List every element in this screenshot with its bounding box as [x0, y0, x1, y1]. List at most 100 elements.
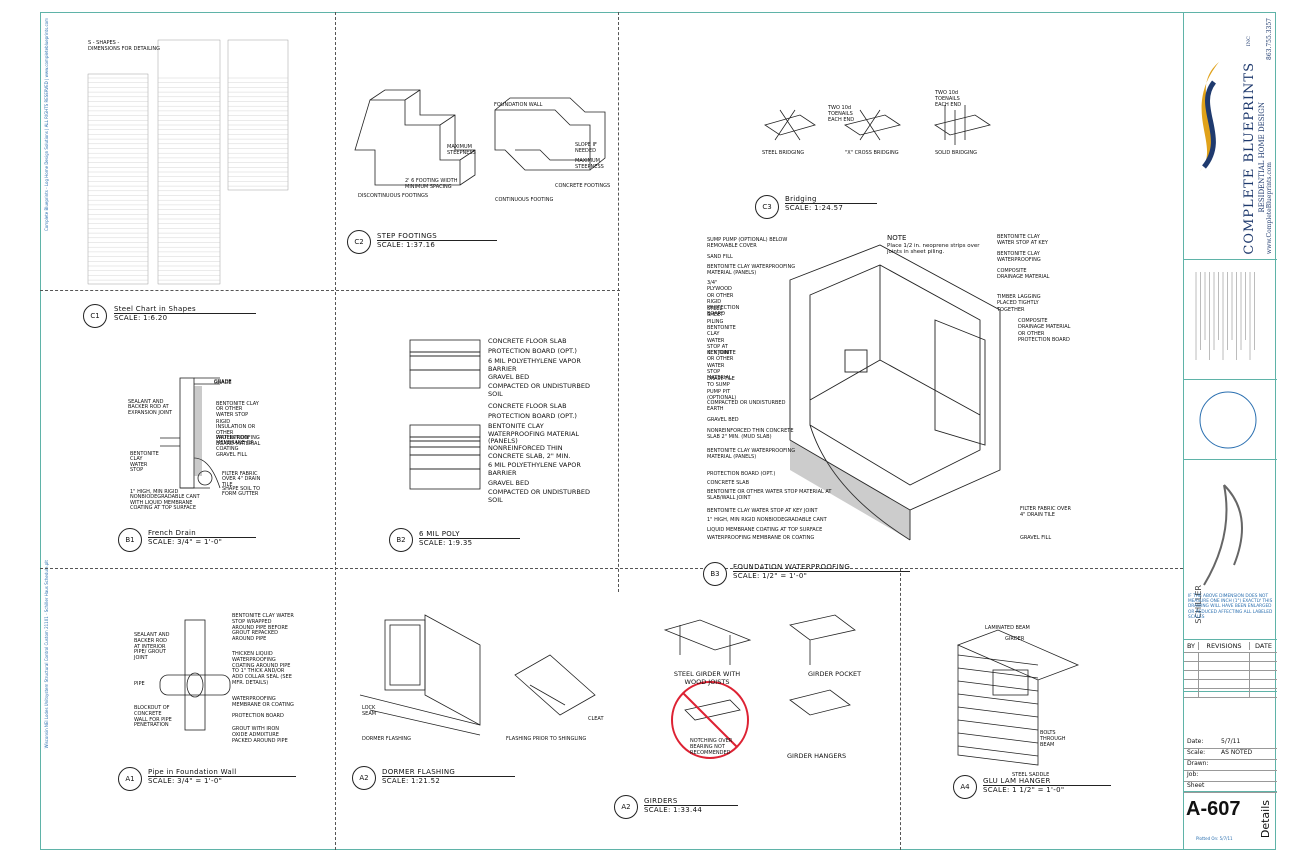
a2-lock-label: LOCK SEAM [362, 705, 377, 717]
info-key: Job: [1187, 771, 1199, 778]
a1-right-label: PROTECTION BOARD [232, 713, 284, 719]
detail-name: Bridging [785, 195, 877, 204]
callout-label: SEALANT AND BACKER ROD AT EXPANSION JOIN… [128, 399, 173, 416]
info-value [1221, 771, 1277, 781]
drawing-sheet [40, 12, 1276, 850]
c2-discontinuous-label: DISCONTINUOUS FOOTINGS [358, 193, 429, 199]
revisions-panel: BY REVISIONS DATE [1184, 640, 1277, 698]
callout-label: BENTONITE CLAY OR OTHER WATER STOP [216, 401, 259, 418]
b3-left-label: SAND FILL [707, 254, 733, 260]
detail-name: 6 MIL POLY [419, 530, 520, 539]
seal-panel [1184, 380, 1277, 460]
steel-chart-grid [87, 39, 289, 285]
info-key: Sheet [1187, 782, 1205, 789]
foundation-waterproofing-drawing [789, 244, 1001, 541]
callout-label: RIGID INSULATION OR OTHER PROTECTION BOA… [216, 419, 261, 447]
grid-line [618, 12, 619, 592]
project-panel: SCHILLER IF THE ABOVE DIMENSION DOES NOT… [1184, 460, 1277, 640]
b3-left-label: DRAIN TILE TO SUMP PUMP PIT (OPTIONAL) [707, 376, 737, 401]
detail-title-c3: Bridging SCALE: 1:24.57 [785, 195, 877, 212]
b3-left-label: BENTONITE CLAY WATERPROOFING MATERIAL (P… [707, 264, 796, 277]
c2-spacing-label: 2' 6 FOOTING WIDTH MINIMUM SPACING [405, 178, 458, 190]
b3-left-label: BENTONITE CLAY WATERPROOFING MATERIAL (P… [707, 448, 796, 461]
b2-bottom-label: CONCRETE FLOOR SLAB [488, 402, 567, 410]
detail-bubble-a4: A4 [953, 775, 977, 799]
a1-right-label: BENTONITE CLAY WATER STOP WRAPPED AROUND… [232, 613, 294, 643]
callout-label: GRADE [214, 379, 232, 385]
bridging-drawing [764, 105, 991, 145]
detail-title-b1: French Drain SCALE: 3/4" = 1'-0" [148, 529, 257, 546]
b3-left-label: BENTONITE OR OTHER WATER STOP MATERIAL A… [707, 489, 832, 502]
title-block: COMPLETE BLUEPRINTS INC RESIDENTIAL HOME… [1183, 12, 1277, 850]
revision-row [1184, 689, 1277, 698]
c3-x-label: "X" CROSS BRIDGING [845, 150, 899, 156]
a2-notch-label: NOTCHING OVER BEARING NOT RECOMMENDED [690, 738, 733, 756]
c3-toenail-label: TWO 10d TOENAILS EACH END [828, 105, 855, 123]
detail-name: FOUNDATION WATERPROOFING [733, 563, 911, 572]
b3-note-text: Place 1/2 in. neoprene strips over joint… [887, 243, 980, 255]
detail-name: GIRDERS [644, 797, 738, 806]
info-value: 5/7/11 [1221, 738, 1241, 745]
french-drain-drawing [160, 377, 221, 489]
b2-top-label: PROTECTION BOARD (OPT.) [488, 347, 577, 355]
a1-left-label: BLOCKOUT OF CONCRETE WALL FOR PIPE PENET… [134, 705, 172, 729]
b2-top-label: GRAVEL BED [488, 373, 530, 381]
a1-left-label: PIPE [134, 681, 145, 687]
info-key: Drawn: [1187, 760, 1209, 767]
poly-slab-drawing [409, 339, 481, 490]
b3-note-title: NOTE [887, 234, 907, 242]
company-website: www.CompleteBlueprints.com [1266, 162, 1273, 255]
a2-girder-hangers-label: GIRDER HANGERS [787, 752, 847, 760]
detail-name: Pipe in Foundation Wall [148, 768, 297, 777]
b3-right-label: BENTONITE CLAY WATERPROOFING [997, 251, 1041, 264]
b3-left-label: LIQUID MEMBRANE COATING AT TOP SURFACE [707, 527, 823, 533]
info-row: Sheet [1184, 782, 1277, 793]
glulam-hanger-drawing [956, 629, 1080, 766]
sheet-number-panel: A-607 Details Plotted On: 5/7/11 [1184, 792, 1277, 850]
revision-rows [1184, 653, 1277, 698]
dormer-flashing-drawing [359, 614, 596, 736]
detail-bubble-c1: C1 [83, 304, 107, 328]
detail-title-c2: STEP FOOTINGS SCALE: 1:37.16 [377, 232, 497, 249]
detail-name: GLU LAM HANGER [983, 777, 1111, 786]
detail-bubble-c3: C3 [755, 195, 779, 219]
scale-disclaimer: IF THE ABOVE DIMENSION DOES NOT MEASURE … [1188, 594, 1273, 620]
company-panel: COMPLETE BLUEPRINTS INC RESIDENTIAL HOME… [1184, 12, 1277, 260]
company-inc: INC [1246, 36, 1252, 47]
detail-name: French Drain [148, 529, 257, 538]
sheet-label: Details [1259, 800, 1272, 839]
a2-cleat-label: CLEAT [588, 716, 604, 722]
info-key: Date: [1187, 738, 1204, 745]
detail-bubble-b2: B2 [389, 528, 413, 552]
b2-top-label: COMPACTED OR UNDISTURBED SOIL [488, 382, 590, 398]
detail-scale: SCALE: 1 1/2" = 1'-0" [983, 786, 1065, 794]
lam-line [957, 680, 1039, 692]
b2-top-label: CONCRETE FLOOR SLAB [488, 337, 567, 345]
detail-bubble-b3: B3 [703, 562, 727, 586]
revisions-header: BY REVISIONS DATE [1184, 640, 1277, 653]
b3-left-label: COMPACTED OR UNDISTURBED EARTH [707, 400, 786, 413]
a1-left-label: SEALANT AND BACKER ROD AT INTERIOR PIPE/… [134, 632, 170, 662]
detail-title-c1: Steel Chart in Shapes SCALE: 1:6.20 [114, 305, 256, 322]
detail-name: Steel Chart in Shapes [114, 305, 256, 314]
detail-bubble-c2: C2 [347, 230, 371, 254]
info-value [1221, 760, 1277, 770]
detail-title-b2: 6 MIL POLY SCALE: 1:9.35 [419, 530, 520, 547]
detail-title-a2-girders: GIRDERS SCALE: 1:33.44 [644, 797, 738, 814]
info-row: Job: [1184, 771, 1277, 782]
a4-saddle-label: STEEL SADDLE [1012, 772, 1050, 778]
lam-line [957, 732, 1039, 744]
info-value [1221, 782, 1277, 792]
steel-chart-heading: S - SHAPES - [88, 40, 120, 46]
info-value: AS NOTED [1221, 749, 1253, 756]
company-name: COMPLETE BLUEPRINTS [1242, 62, 1257, 255]
b3-left-label: SUMP PUMP (OPTIONAL) BELOW REMOVABLE COV… [707, 237, 788, 250]
left-border-note-2: Wisconsin NEI Lodes Unitsystem Structura… [44, 560, 49, 749]
detail-scale: SCALE: 1:9.35 [419, 539, 473, 547]
a4-bolts-label: BOLTS THROUGH BEAM [1040, 730, 1066, 748]
b3-right-label: GRAVEL FILL [1020, 535, 1052, 541]
legal-notes-panel [1184, 260, 1277, 380]
b3-right-label: COMPOSITE DRAINAGE MATERIAL [997, 268, 1050, 281]
b3-left-label: PROTECTION BOARD (OPT.) [707, 471, 776, 477]
